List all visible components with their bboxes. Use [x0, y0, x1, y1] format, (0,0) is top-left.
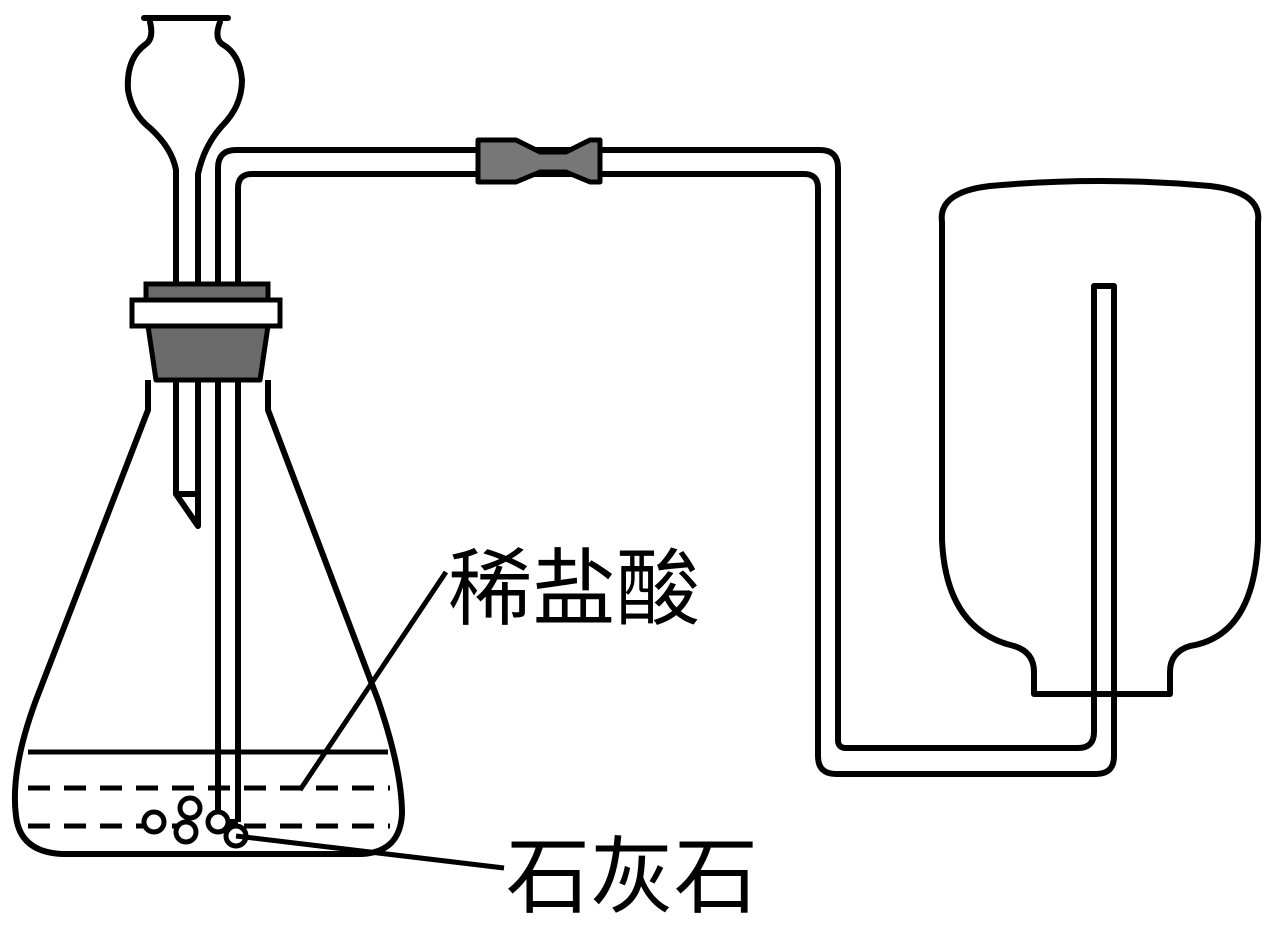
acid-leader-line — [297, 570, 449, 792]
acid-label: 稀盐酸 — [448, 540, 700, 638]
conical-flask — [11, 380, 405, 857]
limestone-label: 石灰石 — [506, 828, 758, 926]
rubber-stopper — [129, 281, 283, 383]
gas-collection-bottle — [938, 178, 1262, 697]
limestone-leader-line — [235, 833, 505, 871]
limestone-pieces — [141, 795, 249, 849]
leader-lines — [235, 570, 505, 871]
delivery-tube — [215, 147, 1117, 825]
thistle-funnel — [124, 15, 245, 529]
tube-clamp — [475, 137, 603, 185]
